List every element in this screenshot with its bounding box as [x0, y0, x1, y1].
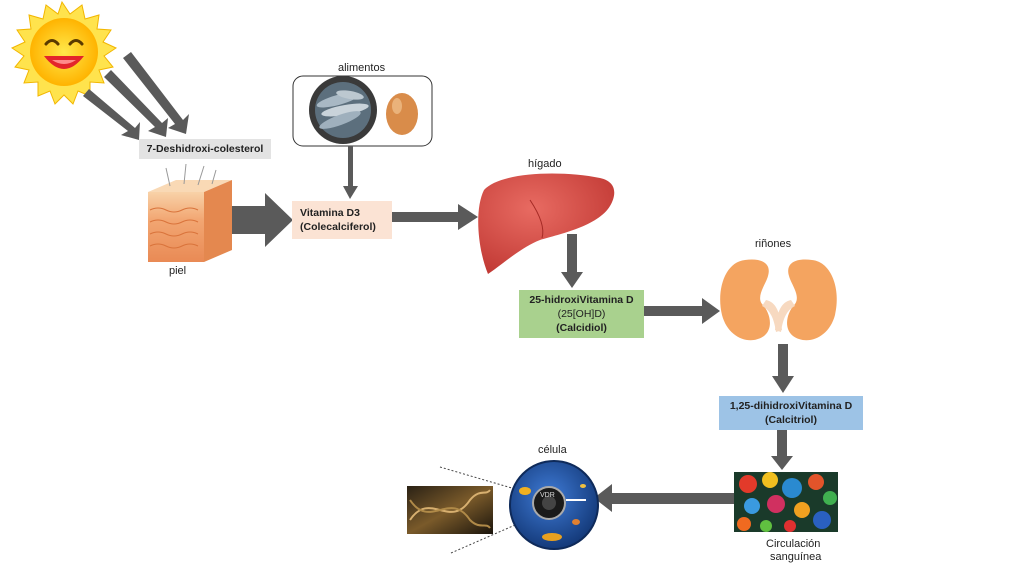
food-to-vitd3-arrow	[348, 146, 353, 186]
fish-icon	[309, 76, 377, 144]
calcidiol-to-kidneys-arrow	[644, 306, 704, 316]
vitd3-text: Vitamina D3 (Colecalciferol)	[300, 207, 376, 233]
blood-icon	[734, 472, 838, 532]
vdr-label: VDR	[540, 492, 555, 499]
label-celula: célula	[538, 444, 567, 456]
blood-to-cell-arrow	[610, 493, 734, 504]
label-piel: piel	[169, 265, 187, 277]
calcidiol-box	[519, 290, 644, 338]
label-rinones: riñones	[755, 238, 792, 250]
skin-icon	[148, 163, 232, 262]
label-circulacion-1: Circulación	[766, 538, 821, 550]
label-circulacion-2: sanguínea	[770, 551, 822, 563]
label-alimentos: alimentos	[338, 62, 386, 74]
deshidroxi-box	[139, 139, 271, 159]
calcidiol-text: 25-hidroxiVitamina D (25[OH]D) (Calcidio…	[529, 294, 634, 334]
kidney-icon	[720, 259, 837, 341]
liver-to-calcidiol-arrow	[567, 234, 577, 274]
dna-icon	[407, 486, 493, 534]
vitd3-to-liver-arrow	[392, 212, 460, 222]
calcitriol-to-blood-arrow	[777, 430, 787, 458]
vitd3-box	[292, 201, 392, 239]
sun-rays-arrows	[83, 52, 189, 140]
calcitriol-box	[719, 396, 863, 430]
sun-icon	[10, 0, 118, 105]
liver-icon	[478, 173, 615, 274]
calcitriol-text: 1,25-dihidroxiVitamina D (Calcitriol)	[729, 400, 853, 426]
skin-to-vitd3-arrow	[232, 193, 293, 247]
cell-icon	[509, 460, 599, 550]
deshidroxi-text: 7-Deshidroxi-colesterol	[146, 143, 264, 155]
kidneys-to-calcitriol-arrow	[778, 344, 788, 378]
egg-icon	[386, 93, 418, 135]
label-higado: hígado	[528, 158, 562, 170]
